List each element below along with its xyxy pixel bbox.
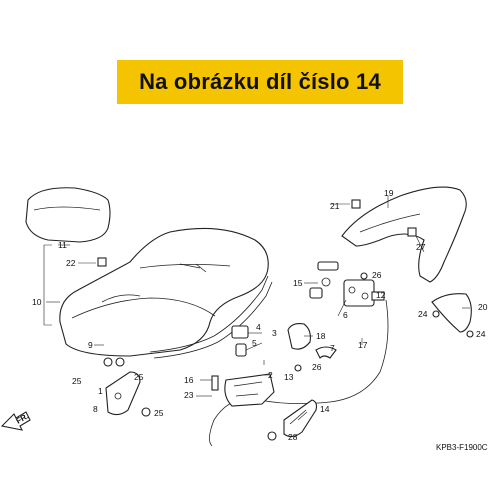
callout: 26 xyxy=(312,362,322,372)
fasteners xyxy=(97,199,474,441)
callout: 8 xyxy=(93,404,98,414)
side-cover xyxy=(431,293,472,333)
direction-label: FR. xyxy=(15,411,31,425)
callout: 25 xyxy=(72,376,82,386)
callout: 21 xyxy=(330,201,340,211)
callout: 25 xyxy=(154,408,164,418)
backrest-pad xyxy=(25,187,111,243)
callout: 4 xyxy=(256,322,261,332)
callout: 15 xyxy=(293,278,303,288)
fr-arrow-icon xyxy=(0,411,31,431)
callout: 9 xyxy=(88,340,93,350)
callout: 24 xyxy=(476,329,486,339)
lock-assembly xyxy=(343,279,385,307)
callout: 2 xyxy=(268,370,273,380)
leader-lines xyxy=(43,196,470,421)
callout: 26 xyxy=(372,270,382,280)
seat-base xyxy=(149,275,273,359)
callout: 1 xyxy=(98,386,103,396)
left-bracket xyxy=(105,371,141,416)
callout: 14 xyxy=(320,404,330,414)
callout: 7 xyxy=(330,343,335,353)
callout: 17 xyxy=(358,340,368,350)
callout: 19 xyxy=(384,188,394,198)
callout: 22 xyxy=(66,258,76,268)
key xyxy=(309,261,339,299)
callout: 24 xyxy=(418,309,428,319)
grab-rail xyxy=(341,186,467,283)
callout: 18 xyxy=(316,331,326,341)
hinge-bracket xyxy=(231,325,249,357)
callout: 3 xyxy=(272,328,277,338)
callout: 12 xyxy=(376,290,386,300)
callout: 27 xyxy=(416,242,426,252)
callout: 13 xyxy=(284,372,294,382)
callout: 5 xyxy=(252,338,257,348)
main-seat xyxy=(59,227,269,357)
callout: 10 xyxy=(32,297,42,307)
diagram-code: KPB3-F1900C xyxy=(436,443,488,452)
callout: 23 xyxy=(184,390,194,400)
callout: 6 xyxy=(343,310,348,320)
clip xyxy=(315,346,337,359)
callout: 20 xyxy=(478,302,488,312)
callout: 28 xyxy=(288,432,298,442)
title-banner: Na obrázku díl číslo 14 xyxy=(117,60,403,104)
callout: 25 xyxy=(134,372,144,382)
banner-text: Na obrázku díl číslo 14 xyxy=(139,69,381,94)
callout-labels: 1 2 3 4 5 6 7 8 9 10 11 12 13 14 15 16 1… xyxy=(32,188,488,442)
callout: 16 xyxy=(184,375,194,385)
seat-cable xyxy=(209,299,389,447)
hook xyxy=(287,323,311,350)
callout: 11 xyxy=(58,240,67,250)
seat-catch xyxy=(224,373,275,407)
